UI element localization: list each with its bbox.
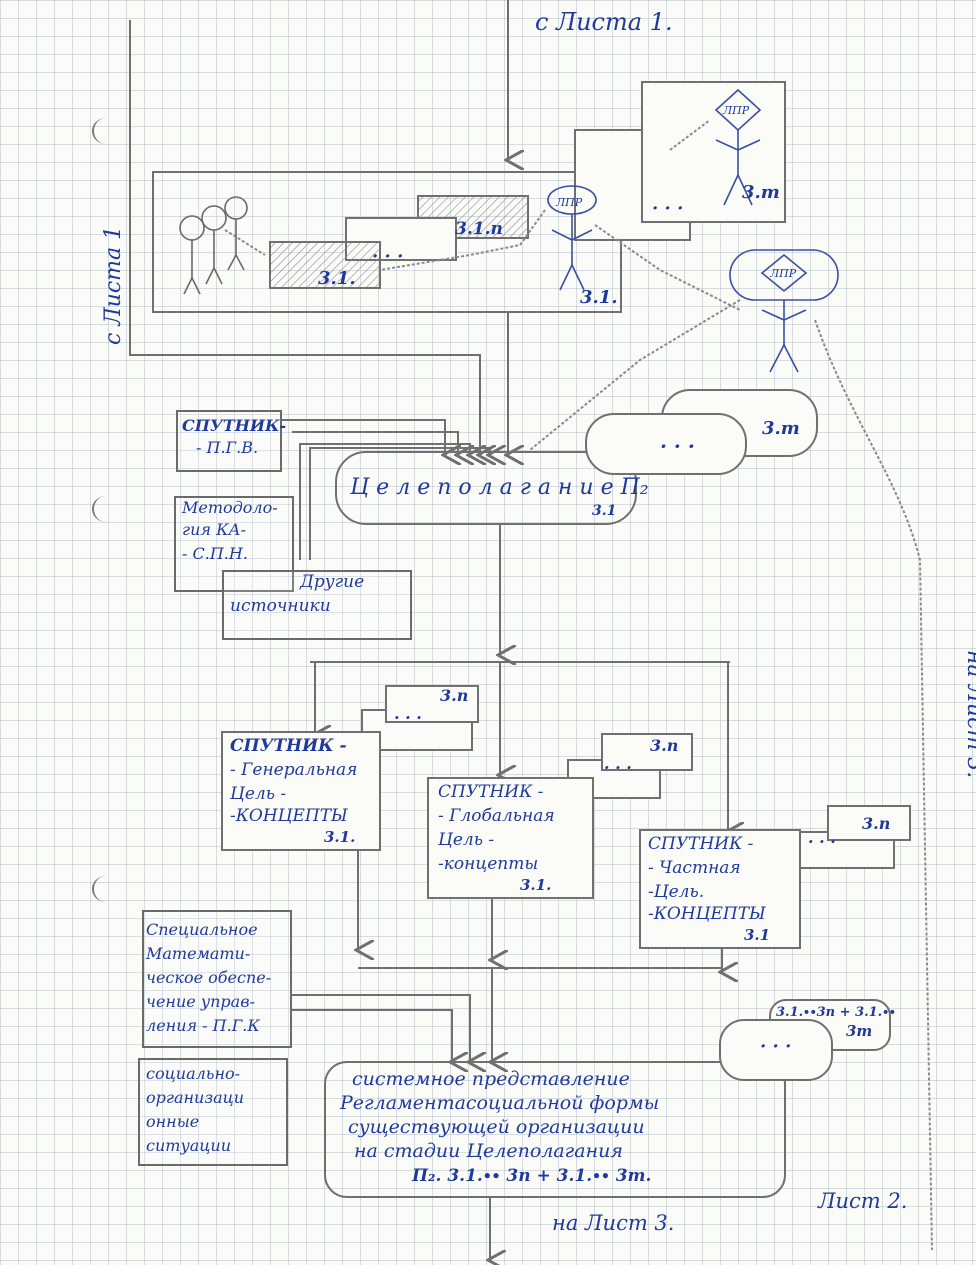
goal-1-num: 3.1. [324, 828, 356, 846]
goal-setting-dots: · · · [660, 434, 695, 458]
goal-2-num: 3.1. [520, 876, 552, 894]
system-repr-side-label-top: 3.1.∙∙3n + 3.1.∙∙ [776, 1005, 896, 1020]
left-margin-line [129, 20, 480, 455]
lpr-3-1-icon [547, 185, 597, 291]
goal-2-line-1: СПУТНИК - [438, 782, 544, 802]
goal-3-num: 3.1 [744, 926, 771, 944]
lpr-3-m-icon [714, 88, 762, 206]
goal-3-line-3: -Цель. [648, 882, 705, 902]
system-repr-line-1: системное представление [352, 1068, 630, 1090]
goal-1-dots: · · · [394, 708, 422, 727]
person-3-1-label: 3.1. [580, 287, 618, 308]
math-support-line-5: ления - П.Г.К [146, 1016, 260, 1035]
to-sheet3-right-label: на Лист 3. [962, 650, 976, 778]
social-situations-line-1: социально- [146, 1064, 241, 1083]
system-repr-line-3: существующей организации [348, 1116, 645, 1138]
person-3-m-label: 3.m [742, 182, 780, 203]
goal-2-line-2: - Глобальная [438, 806, 555, 826]
stakeholders-icon [179, 196, 248, 295]
goal-1-stack-num: 3.n [440, 686, 469, 705]
system-repr-formula: П₂. 3.1.∙∙ 3n + 3.1.∙∙ 3m. [412, 1166, 652, 1186]
math-support-line-4: чение управ- [146, 992, 255, 1011]
wavy-line-to-sheet3 [814, 319, 933, 1251]
goal-setting-title: Ц е л е п о л а г а н и е П₂ [350, 475, 649, 500]
box-3-1-n-label: 3.1.n [455, 219, 503, 239]
social-situations-line-2: организаци [146, 1088, 245, 1107]
other-sources-line-1: Другие [300, 572, 365, 592]
top-group-dots: · · · [372, 246, 403, 267]
system-repr-line-2: Регламентасоциальной формы [340, 1092, 660, 1114]
sputnik-pgv-line-1: СПУТНИК- [182, 416, 287, 435]
goal-2-stack-num: 3.n [650, 736, 679, 755]
goal-3-stack-num: 3.n [862, 814, 891, 833]
goal-setting-side-label: 3.m [762, 418, 800, 439]
social-situations-box [138, 1058, 288, 1166]
from-sheet1-top-label: с Листа 1. [535, 8, 673, 36]
goal-setting-sub: 3.1 [592, 503, 617, 519]
lpr-3-1-label: ЛПР [555, 196, 583, 209]
goal-2-dots: · · · [604, 758, 632, 777]
sputnik-pgv-box [176, 410, 282, 472]
methodology-line-1: Методоло- [182, 498, 278, 517]
goal-1-line-1: СПУТНИК - [230, 736, 347, 756]
lpr-right-icon [729, 249, 839, 373]
sputnik-pgv-line-2: - П.Г.В. [196, 438, 259, 457]
punch-hole-3 [92, 876, 120, 902]
system-repr-line-4: на стадии Целеполагания [354, 1140, 623, 1162]
goal-setting-box [335, 451, 637, 525]
from-sheet1-left-label: с Листа 1 [101, 226, 126, 345]
to-sheet3-bottom-label: на Лист 3. [552, 1211, 675, 1235]
goal-3-dots: · · · [808, 832, 836, 851]
methodology-line-2: гия КА- [182, 520, 246, 539]
box-3-1-label: 3.1. [318, 268, 356, 289]
other-sources-line-2: источники [230, 596, 331, 616]
social-situations-line-3: онные [146, 1112, 200, 1131]
goal-3-line-1: СПУТНИК - [648, 834, 754, 854]
system-repr-box [324, 1061, 786, 1198]
math-support-line-3: ческое обеспе- [146, 968, 272, 987]
goal-2-line-3: Цель - [438, 830, 495, 850]
sheet-number-label: Лист 2. [818, 1189, 908, 1213]
other-sources-box [222, 570, 412, 640]
goal-2-line-4: -концепты [438, 854, 539, 874]
math-support-box [142, 910, 292, 1048]
stack-dots: · · · [652, 198, 683, 219]
lpr-right-label: ЛПР [769, 267, 797, 280]
goal-1-line-4: -КОНЦЕПТЫ [230, 806, 348, 826]
methodology-box [174, 496, 294, 592]
system-repr-dots: · · · [760, 1036, 792, 1057]
social-situations-line-4: ситуации [146, 1136, 232, 1155]
punch-hole-2 [92, 496, 120, 522]
goal-3-line-4: -КОНЦЕПТЫ [648, 904, 766, 924]
math-support-line-1: Специальное [146, 920, 258, 939]
methodology-line-3: - С.П.Н. [182, 544, 248, 563]
goal-3-line-2: - Частная [648, 858, 741, 878]
punch-hole-1 [92, 118, 120, 144]
system-repr-side-label-bottom: 3m [846, 1022, 873, 1040]
goal-1-line-2: - Генеральная [230, 760, 358, 780]
lpr-3-m-label: ЛПР [722, 104, 750, 117]
math-support-line-2: Математи- [146, 944, 251, 963]
goal-1-line-3: Цель - [230, 784, 287, 804]
